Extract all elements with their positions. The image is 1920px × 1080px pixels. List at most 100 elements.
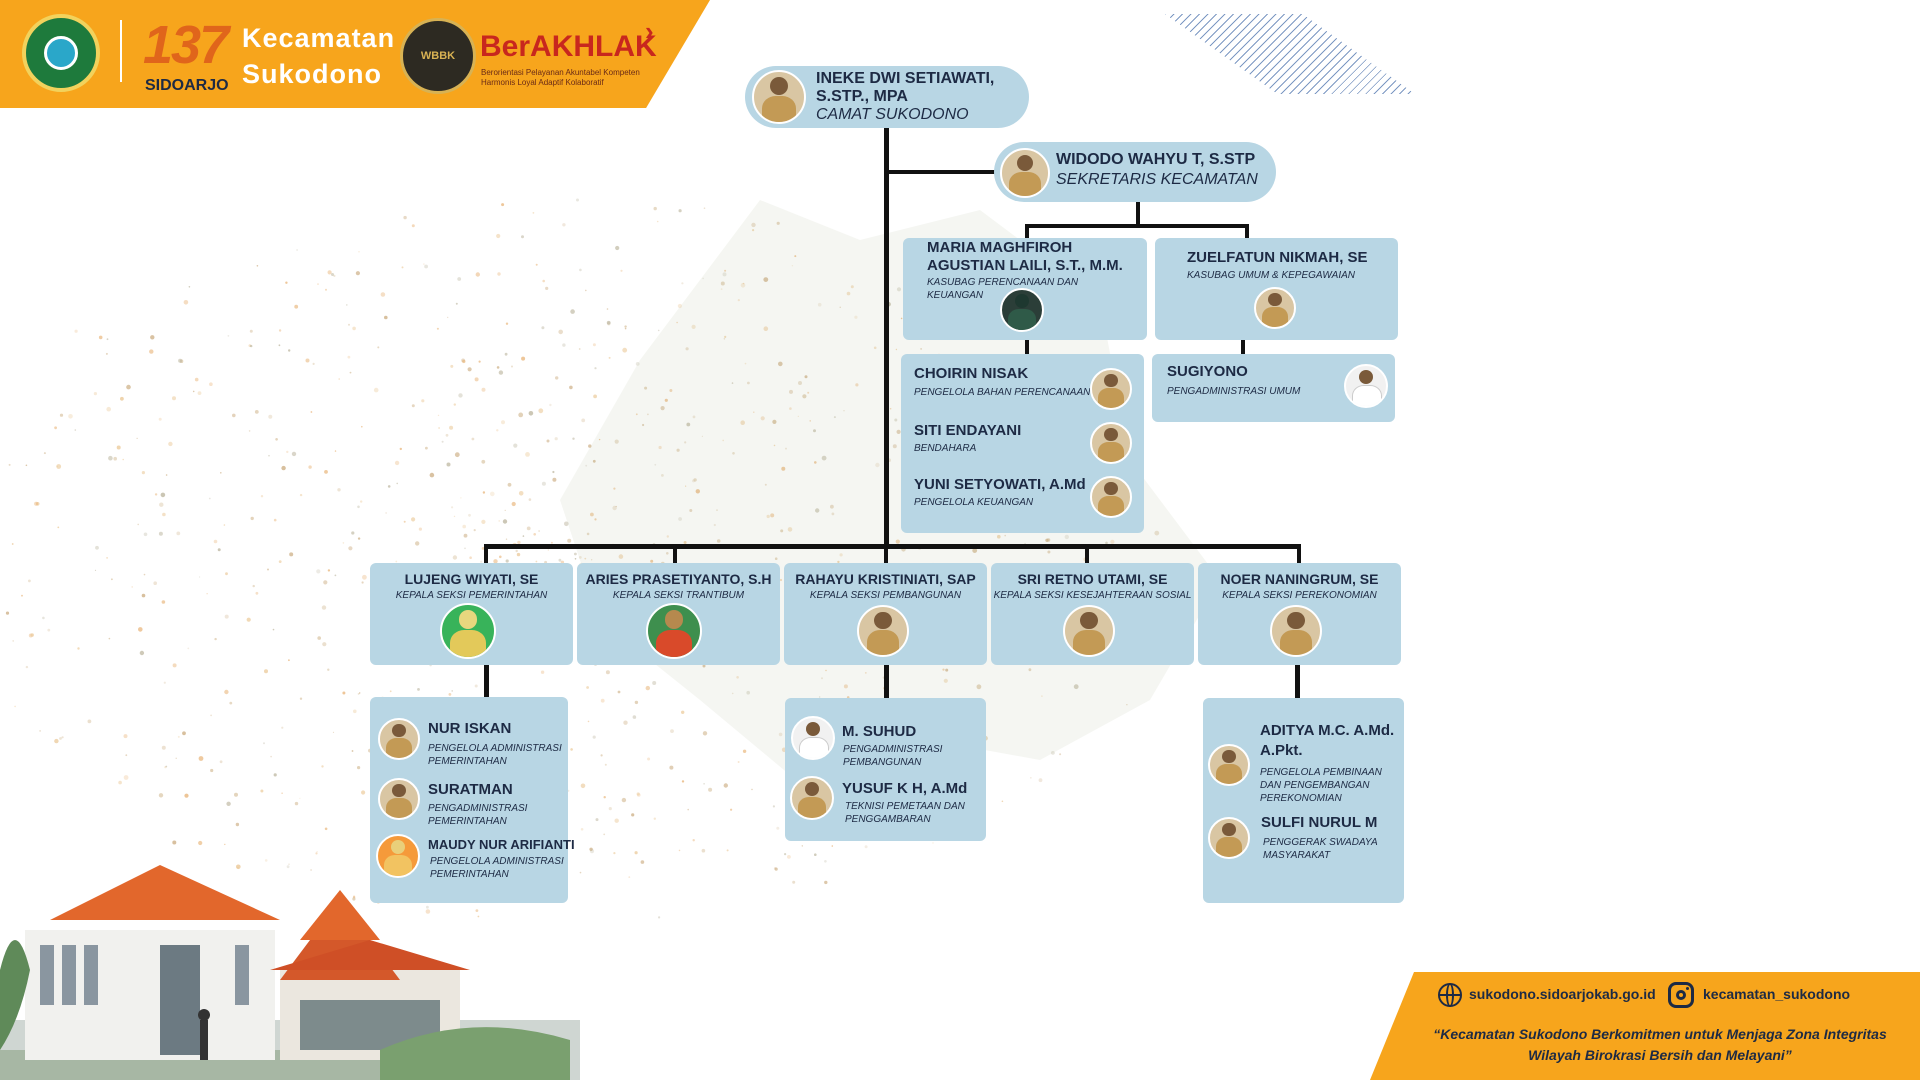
connector-trunk <box>884 128 889 548</box>
connector-subbag-right <box>1245 224 1249 238</box>
perekonomian-staff-1-name-line1: ADITYA M.C. A.Md. <box>1260 722 1395 739</box>
perencanaan-photo <box>1000 288 1044 332</box>
pemerintahan-staff-2-photo <box>378 778 420 820</box>
camat-name-line2: S.STP., MPA <box>816 88 908 105</box>
pembangunan-staff-1-role: PENGADMINISTRASI PEMBANGUNAN <box>843 744 943 768</box>
section-5-name: NOER NANINGRUM, SE <box>1220 571 1379 587</box>
section-3-role: KEPALA SEKSI PEMBANGUNAN <box>809 590 962 601</box>
connector-pembangunan-staff <box>884 664 889 698</box>
instagram-handle[interactable]: kecamatan_sukodono <box>1703 986 1851 1002</box>
connector-section-5 <box>1297 544 1301 564</box>
sidoarjo-seal-logo <box>22 14 100 92</box>
secretary-role: SEKRETARIS KECAMATAN <box>1056 171 1258 188</box>
website-link[interactable]: sukodono.sidoarjokab.go.id <box>1469 986 1656 1002</box>
perencanaan-staff-3-role: PENGELOLA KEUANGAN <box>914 497 1034 508</box>
perekonomian-staff-2-photo <box>1208 817 1250 859</box>
pemerintahan-staff-1-name: NUR ISKAN <box>428 720 512 737</box>
decorative-stripes <box>1165 14 1415 94</box>
berakhlak-tagline: Berorientasi Pelayanan Akuntabel Kompete… <box>481 68 640 87</box>
footer-quote: “Kecamatan Sukodono Berkomitmen untuk Me… <box>1433 1026 1887 1063</box>
section-3-name: RAHAYU KRISTINIATI, SAP <box>795 571 976 587</box>
perencanaan-name-line1: MARIA MAGHFIROH <box>927 239 1073 256</box>
pembangunan-staff-2-photo <box>790 776 834 820</box>
perencanaan-staff-2-photo <box>1090 422 1132 464</box>
section-4-name: SRI RETNO UTAMI, SE <box>1017 571 1168 587</box>
secretary-name: WIDODO WAHYU T, S.STP <box>1056 151 1256 168</box>
pemerintahan-staff-1-photo <box>378 718 420 760</box>
connector-to-secretary <box>884 170 1000 174</box>
connector-secretary-down <box>1136 198 1140 226</box>
connector-sections-bar <box>484 544 1301 549</box>
umum-role: KASUBAG UMUM & KEPEGAWAIAN <box>1187 270 1356 281</box>
anniversary-number: 137 <box>143 15 229 75</box>
umum-photo <box>1254 287 1296 329</box>
perekonomian-staff-card <box>1203 698 1404 903</box>
perekonomian-staff-1-role: PENGELOLA PEMBINAAN DAN PENGEMBANGAN PER… <box>1260 767 1382 804</box>
wbbk-badge-logo: WBBK <box>400 18 476 94</box>
instagram-icon <box>1668 982 1694 1008</box>
pemerintahan-staff-3-photo <box>376 834 420 878</box>
section-1-role: KEPALA SEKSI PEMERINTAHAN <box>395 590 548 601</box>
section-2-role: KEPALA SEKSI TRANTIBUM <box>612 590 745 601</box>
secretary-photo <box>1000 148 1050 198</box>
pembangunan-staff-1-name: M. SUHUD <box>842 723 917 740</box>
regency-label: SIDOARJO <box>145 77 229 94</box>
pemerintahan-staff-3-name: MAUDY NUR ARIFIANTI <box>428 837 575 852</box>
pemerintahan-staff-1-role: PENGELOLA ADMINISTRASI PEMERINTAHAN <box>428 743 562 767</box>
connector-section-3 <box>884 544 888 564</box>
section-1-name: LUJENG WIYATI, SE <box>404 571 539 587</box>
perencanaan-staff-2-name: SITI ENDAYANI <box>914 422 1022 439</box>
header-title-line2: Sukodono <box>242 59 382 89</box>
wbbk-badge-text: WBBK <box>420 50 456 62</box>
section-4-role: KEPALA SEKSI KESEJAHTERAAN SOSIAL <box>993 590 1192 601</box>
perekonomian-staff-2-role: PENGGERAK SWADAYA MASYARAKAT <box>1263 837 1378 861</box>
section-5-photo <box>1270 605 1322 657</box>
pemerintahan-staff-3-role: PENGELOLA ADMINISTRASI PEMERINTAHAN <box>430 856 564 880</box>
perencanaan-staff-3-photo <box>1090 476 1132 518</box>
connector-subbag-bar <box>1025 224 1249 228</box>
pembangunan-staff-2-role: TEKNISI PEMETAAN DAN PENGGAMBARAN <box>845 801 965 825</box>
camat-name-line1: INEKE DWI SETIAWATI, <box>816 70 995 87</box>
header-title-line1: Kecamatan <box>242 23 396 53</box>
header-banner <box>0 0 710 108</box>
perencanaan-name-line2: AGUSTIAN LAILI, S.T., M.M. <box>927 257 1123 274</box>
camat-photo <box>752 70 806 124</box>
connector-subbag-left <box>1025 224 1029 238</box>
umum-staff-1-role: PENGADMINISTRASI UMUM <box>1167 386 1301 397</box>
section-2-name: ARIES PRASETIYANTO, S.H <box>585 571 772 587</box>
connector-section-1 <box>484 544 488 564</box>
connector-umum-staff <box>1241 338 1245 356</box>
connector-perencanaan-staff <box>1025 338 1029 356</box>
pembangunan-staff-1-photo <box>791 716 835 760</box>
umum-staff-1-photo <box>1344 364 1388 408</box>
header-title: Kecamatan Sukodono <box>242 20 395 92</box>
perencanaan-role: KASUBAG PERENCANAAN DAN KEUANGAN <box>927 277 1079 301</box>
perencanaan-staff-3-name: YUNI SETYOWATI, A.Md <box>914 476 1086 493</box>
umum-staff-1-name: SUGIYONO <box>1167 363 1248 380</box>
connector-pemerintahan-staff <box>484 664 489 698</box>
perencanaan-staff-1-name: CHOIRIN NISAK <box>914 365 1029 382</box>
footer-banner <box>1370 972 1920 1080</box>
section-5-role: KEPALA SEKSI PEREKONOMIAN <box>1222 590 1377 601</box>
header-divider <box>120 20 122 82</box>
perekonomian-staff-2-name: SULFI NURUL M <box>1261 814 1378 831</box>
perekonomian-staff-1-photo <box>1208 744 1250 786</box>
section-3-photo <box>857 605 909 657</box>
perekonomian-staff-1-name-line2: A.Pkt. <box>1260 742 1303 759</box>
pemerintahan-staff-2-role: PENGADMINISTRASI PEMERINTAHAN <box>428 803 528 827</box>
berakhlak-brand: BerAKHLAK <box>480 30 657 63</box>
connector-section-4 <box>1085 544 1089 564</box>
section-4-photo <box>1063 605 1115 657</box>
section-1-photo <box>440 603 496 659</box>
chevron-right-icon: › <box>645 16 654 46</box>
perencanaan-staff-1-role: PENGELOLA BAHAN PERENCANAAN <box>914 387 1091 398</box>
perencanaan-staff-2-role: BENDAHARA <box>914 443 977 454</box>
connector-section-2 <box>673 544 677 564</box>
camat-role: CAMAT SUKODONO <box>816 106 969 123</box>
umum-name: ZUELFATUN NIKMAH, SE <box>1187 249 1368 266</box>
pemerintahan-staff-2-name: SURATMAN <box>428 781 513 798</box>
pembangunan-staff-2-name: YUSUF K H, A.Md <box>842 780 968 797</box>
perencanaan-staff-1-photo <box>1090 368 1132 410</box>
globe-icon <box>1438 983 1462 1007</box>
connector-perekonomian-staff <box>1295 664 1300 698</box>
